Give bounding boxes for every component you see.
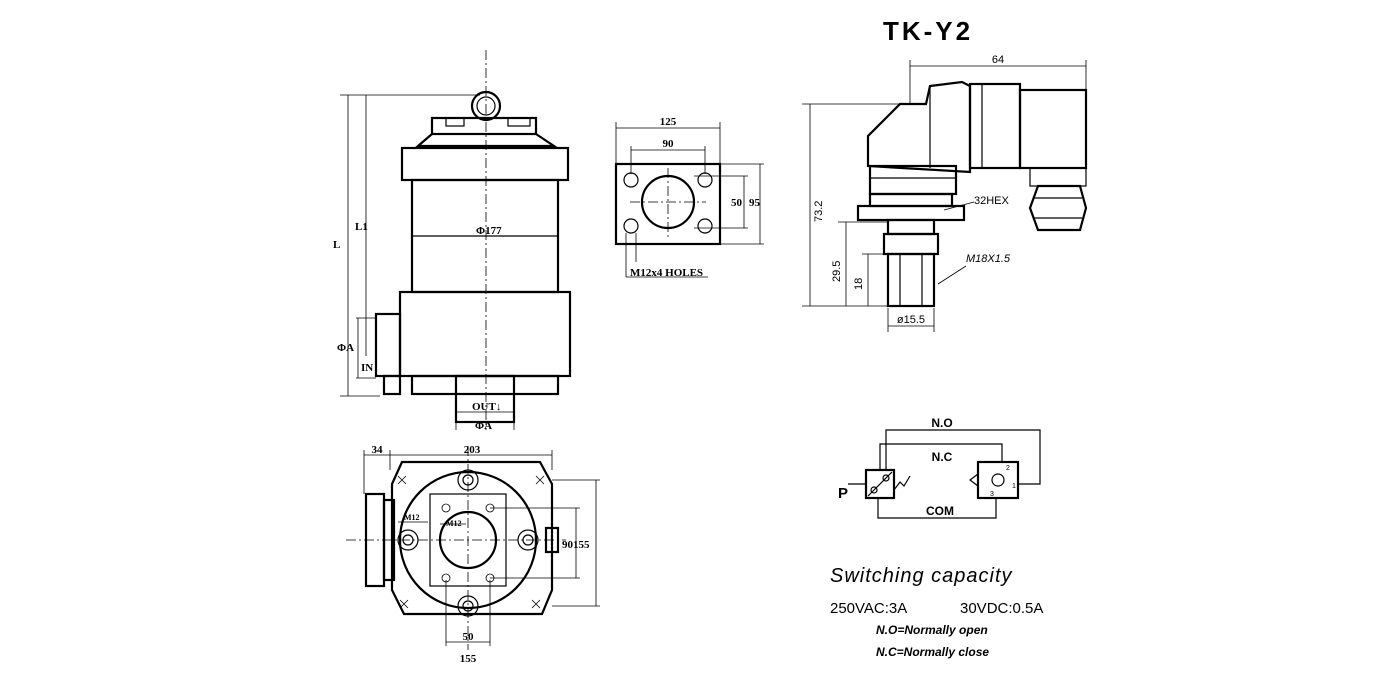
dim-phiA-bottom: ΦA (475, 420, 492, 432)
circuit-no: N.O (931, 416, 952, 430)
flange-dim-95: 95 (749, 197, 761, 209)
switch-circuit: P 1 2 3 N.O N.C COM (838, 416, 1041, 519)
switching-capacity: Switching capacity 250VAC:3A 30VDC:0.5A … (830, 565, 1043, 659)
switch-dim-d15-5: ø15.5 (897, 314, 925, 326)
flange-holes-note: M12x4 HOLES (630, 267, 703, 279)
capacity-ac: 250VAC:3A (830, 600, 907, 617)
capacity-nc-def: N.C=Normally close (876, 645, 989, 659)
top-dim-34: 34 (372, 444, 384, 456)
flange-detail: 125 90 50 95 M12x4 HOLES (614, 116, 764, 279)
drawing-title: TK-Y2 (883, 16, 973, 46)
top-dim-203: 203 (464, 444, 481, 456)
capacity-no-def: N.O=Normally open (876, 623, 988, 637)
label-in: IN (361, 362, 373, 374)
circuit-pin1: 1 (1012, 483, 1016, 490)
top-dim-155: 155 (460, 653, 477, 665)
flange-dim-50: 50 (731, 197, 743, 209)
top-dim-90-155: 90155 (562, 539, 590, 551)
filter-top-view: 34 203 M12 M12 90155 50 155 (346, 444, 600, 665)
switch-dim-18: 18 (853, 278, 865, 290)
label-out: OUT↓ (472, 401, 501, 413)
switch-hex: 32HEX (974, 195, 1010, 207)
switch-dim-73-2: 73.2 (813, 201, 825, 222)
capacity-heading: Switching capacity (830, 565, 1013, 587)
flange-dim-125: 125 (660, 116, 677, 128)
dim-phiA-side: ΦA (337, 342, 354, 354)
circuit-com: COM (926, 504, 954, 518)
circuit-pin3: 3 (990, 491, 994, 498)
dim-L1: L1 (355, 221, 368, 233)
circuit-pin2: 2 (1006, 465, 1010, 472)
switch-thread: M18X1.5 (966, 253, 1011, 265)
switch-drawing: 64 73.2 29.5 18 32HEX M18X1.5 ø15.5 (802, 54, 1088, 332)
top-dim-50: 50 (463, 631, 475, 643)
capacity-dc: 30VDC:0.5A (960, 600, 1043, 617)
switch-dim-64: 64 (992, 54, 1004, 66)
circuit-p: P (838, 485, 848, 502)
dim-L: L (333, 239, 340, 251)
flange-dim-90: 90 (663, 138, 675, 150)
top-label-m12-b: M12 (446, 519, 462, 528)
top-label-m12-a: M12 (404, 513, 420, 522)
circuit-nc: N.C (932, 450, 953, 464)
filter-side-view: L L1 Φ177 ΦA IN OUT↓ ΦA (333, 50, 572, 432)
dim-diameter: Φ177 (476, 225, 502, 237)
switch-dim-29-5: 29.5 (831, 261, 843, 282)
